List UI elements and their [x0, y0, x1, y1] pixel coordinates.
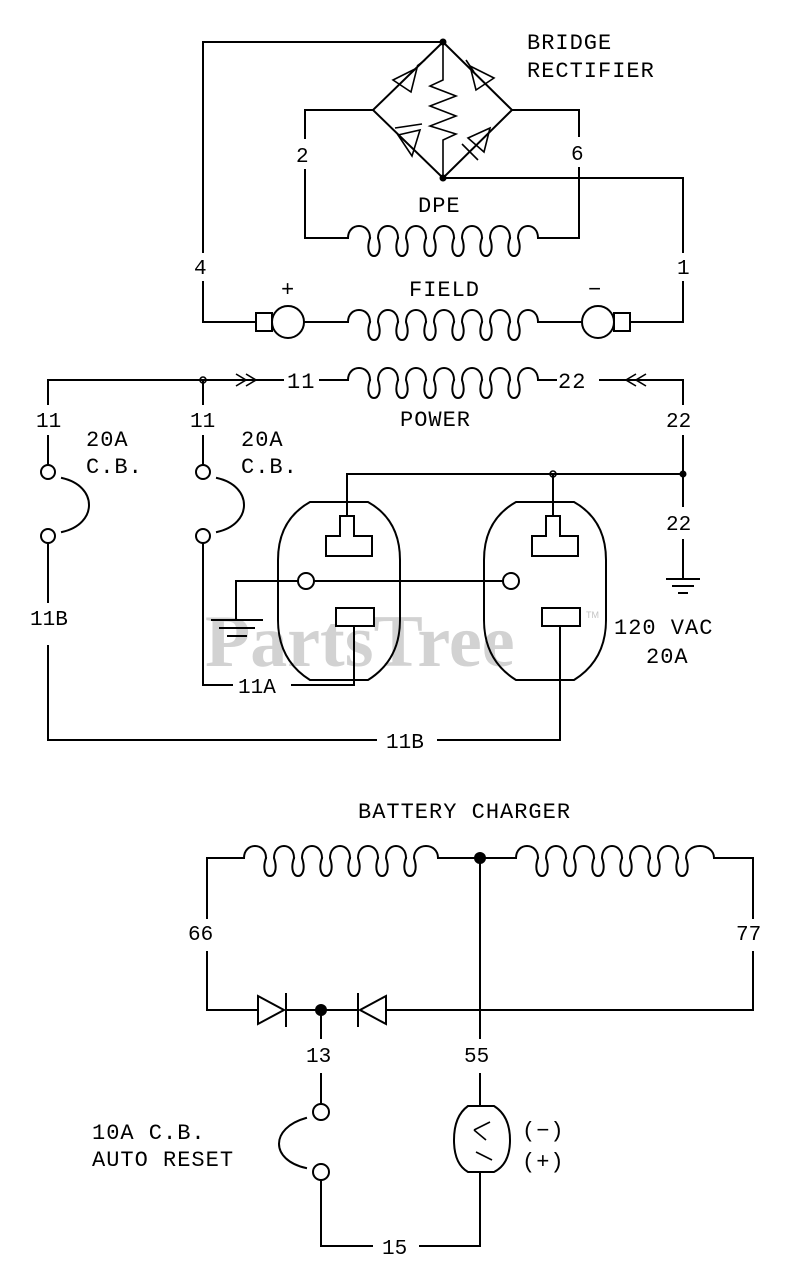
wire-label-66: 66	[188, 924, 213, 947]
wire-label-55: 55	[464, 1046, 489, 1069]
wire-label-77: 77	[736, 924, 761, 947]
wire-label-22-right: 22	[666, 411, 691, 434]
field-minus-terminal	[581, 305, 631, 339]
ground-wire-left	[235, 580, 299, 619]
ground-symbol-left	[211, 619, 263, 637]
wire-77-bottom	[385, 951, 754, 1011]
cb2-rating: 20A	[241, 428, 284, 453]
wire-15-left	[320, 1179, 373, 1247]
charger-diode-left	[257, 993, 287, 1027]
diode-upper-left	[391, 59, 426, 94]
wire-label-6: 6	[571, 144, 584, 167]
wire-2-bottom	[304, 169, 349, 239]
ground-symbol-right	[666, 578, 700, 594]
diode-lower-right	[461, 126, 492, 161]
watermark: PartsTree	[205, 601, 515, 683]
cb2-type: C.B.	[241, 455, 298, 480]
wire-22-to-receptacles	[346, 473, 684, 517]
polarity-pos-label: (+)	[522, 1150, 565, 1175]
cb1-type: C.B.	[86, 455, 143, 480]
circuit-breaker-2	[195, 464, 245, 544]
junction-dot	[549, 470, 557, 478]
wire-1-bottom	[629, 281, 684, 323]
dpe-coil	[346, 225, 540, 257]
diode-upper-right	[465, 59, 496, 92]
wire-66-top	[206, 857, 245, 919]
receptacle-2	[483, 501, 607, 681]
field-plus-terminal	[255, 305, 305, 339]
dc-receptacle	[452, 1105, 512, 1173]
polarity-neg-label: (−)	[522, 1119, 565, 1144]
wire-77-top	[713, 857, 754, 919]
wire-11a-right	[291, 627, 355, 686]
cb3-line2: AUTO RESET	[92, 1148, 234, 1173]
cb1-rating: 20A	[86, 428, 129, 453]
field-plus-label: +	[281, 278, 295, 303]
circuit-breaker-3	[278, 1103, 330, 1181]
wire-label-11b-left: 11B	[30, 609, 68, 632]
battery-charger-label: BATTERY CHARGER	[358, 800, 571, 825]
circuit-breaker-1	[40, 464, 90, 544]
field-minus-label: −	[588, 278, 602, 303]
diode-lower-left	[394, 123, 423, 158]
wire-label-15: 15	[382, 1238, 407, 1261]
wire-label-22-lower: 22	[666, 514, 691, 537]
bridge-resistor	[427, 42, 459, 178]
vac-label-line1: 120 VAC	[614, 616, 713, 641]
bridge-rectifier	[371, 38, 514, 182]
vac-label-line2: 20A	[646, 645, 689, 670]
power-wire-22b	[599, 379, 684, 405]
wire-label-13: 13	[306, 1046, 331, 1069]
wire-6-top	[511, 109, 580, 137]
wire-4-top	[202, 41, 444, 253]
wire-1-top	[442, 177, 684, 253]
wire-4-bottom	[202, 281, 257, 323]
power-coil	[346, 367, 540, 399]
wire-2-top	[304, 109, 374, 139]
power-wire-label-22: 22	[558, 370, 586, 395]
field-coil	[346, 309, 540, 341]
wire-label-11b-bottom: 11B	[386, 732, 424, 755]
wire-label-2: 2	[296, 146, 309, 169]
dpe-label: DPE	[418, 194, 461, 219]
wire-label-11-left: 11	[36, 411, 61, 434]
wire-label-11a: 11A	[238, 677, 276, 700]
wire-6-bottom	[537, 167, 580, 239]
charger-coil-left	[242, 845, 440, 877]
wire-label-11-mid: 11	[190, 411, 215, 434]
cb3-line1: 10A C.B.	[92, 1121, 206, 1146]
wire-11b-bottom-right	[437, 625, 561, 741]
connector-arrow-11	[235, 373, 258, 387]
bridge-label-line2: RECTIFIER	[527, 59, 655, 84]
wire-11b-bottom-left	[47, 645, 377, 741]
field-label: FIELD	[409, 278, 480, 303]
wire-label-4: 4	[194, 258, 207, 281]
charger-diode-right	[357, 993, 387, 1027]
power-label: POWER	[400, 408, 471, 433]
wire-11a-left	[202, 542, 233, 686]
bridge-label-line1: BRIDGE	[527, 31, 612, 56]
charger-coil-right	[514, 845, 716, 877]
wire-15-right	[419, 1171, 481, 1247]
power-wire-label-11: 11	[287, 370, 315, 395]
watermark-trademark: TM	[586, 610, 599, 620]
wire-66-bottom	[206, 951, 259, 1011]
wire-label-1: 1	[677, 258, 690, 281]
